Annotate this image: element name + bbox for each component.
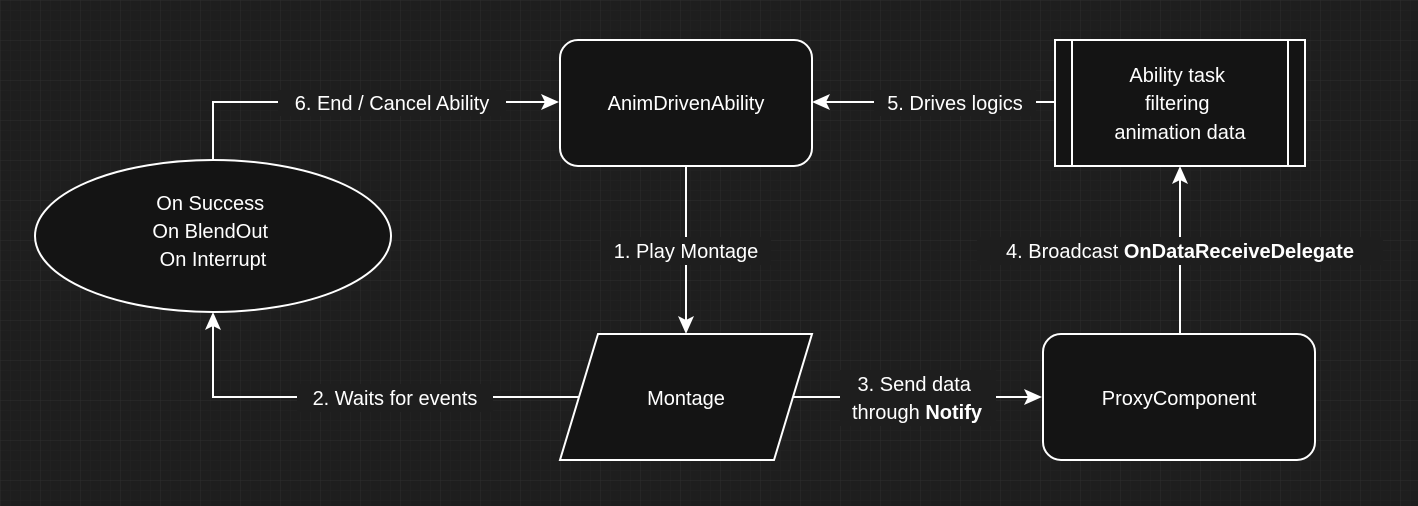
edge-label-drives-logics: 5. Drives logics bbox=[887, 93, 1023, 115]
event-on-success: On Success bbox=[156, 193, 264, 215]
node-montage: Montage bbox=[558, 333, 814, 461]
edge-label-play-montage: 1. Play Montage bbox=[614, 241, 759, 263]
proxy-component-label: ProxyComponent bbox=[1102, 388, 1257, 410]
edge-label-send-data: 3. Send data through Notify bbox=[852, 374, 983, 424]
label-bg-send-data bbox=[840, 370, 996, 426]
event-on-blendout: On BlendOut bbox=[152, 221, 268, 243]
arrowhead-end-cancel bbox=[541, 94, 559, 110]
edge-label-waits-events: 2. Waits for events bbox=[313, 388, 478, 410]
label-bg-play-montage bbox=[601, 237, 771, 265]
broadcast-delegate-name: OnDataReceiveDelegate bbox=[1124, 241, 1354, 263]
event-ellipse-label: On Success On BlendOut On Interrupt bbox=[152, 193, 273, 271]
anim-driven-ability-label: AnimDrivenAbility bbox=[608, 93, 765, 115]
edge-label-end-cancel: 6. End / Cancel Ability bbox=[295, 93, 490, 115]
arrowhead-send-data bbox=[1024, 389, 1042, 405]
label-bg-end-cancel bbox=[278, 90, 506, 116]
arrowhead-play-montage bbox=[678, 316, 694, 334]
label-bg-drives-logics bbox=[874, 90, 1036, 116]
arrowhead-waits-events bbox=[205, 312, 221, 330]
ability-task-line-3: animation data bbox=[1114, 122, 1246, 144]
ability-task-line-2: filtering bbox=[1145, 93, 1209, 115]
label-bg-waits-events bbox=[297, 384, 493, 412]
node-ability-task: Ability task filtering animation data bbox=[1054, 39, 1306, 167]
montage-label: Montage bbox=[647, 388, 725, 410]
broadcast-prefix: 4. Broadcast bbox=[1006, 241, 1124, 263]
ability-task-label: Ability task filtering animation data bbox=[1114, 65, 1246, 144]
edge-label-broadcast: 4. Broadcast OnDataReceiveDelegate bbox=[1006, 241, 1354, 263]
label-bg-broadcast bbox=[977, 237, 1383, 265]
send-data-prefix: through bbox=[852, 402, 925, 424]
node-proxy-component: ProxyComponent bbox=[1042, 333, 1316, 461]
ability-task-line-1: Ability task bbox=[1129, 65, 1226, 87]
arrowhead-drives-logics bbox=[812, 94, 830, 110]
send-data-notify: Notify bbox=[925, 402, 983, 424]
send-data-line-2: through Notify bbox=[852, 402, 983, 424]
arrowhead-broadcast bbox=[1172, 166, 1188, 184]
event-on-interrupt: On Interrupt bbox=[160, 249, 267, 271]
node-event-ellipse: On Success On BlendOut On Interrupt bbox=[34, 159, 392, 313]
node-anim-driven-ability: AnimDrivenAbility bbox=[559, 39, 813, 167]
send-data-line-1: 3. Send data bbox=[858, 374, 972, 396]
